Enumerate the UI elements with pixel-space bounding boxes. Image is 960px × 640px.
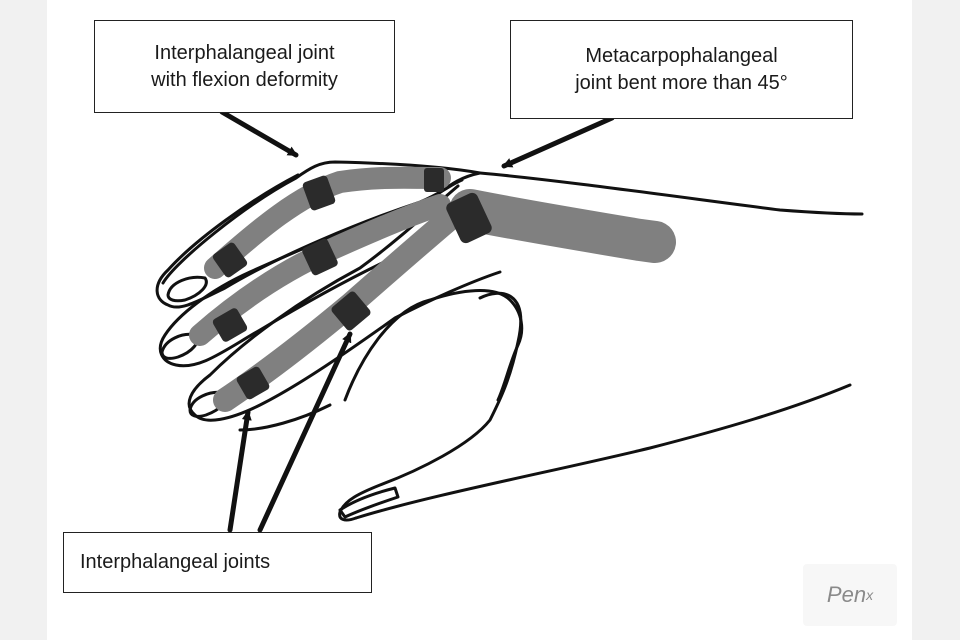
middle-dip-joint (212, 308, 248, 342)
arrow-mcp (501, 115, 615, 169)
callout-mcp: Metacarpophalangeal joint bent more than… (510, 20, 853, 119)
ring-mcp-joint (446, 192, 492, 244)
callout-ip-joints-text: Interphalangeal joints (80, 551, 271, 573)
callout-mcp-line2: joint bent more than 45° (575, 71, 788, 94)
callout-ip-flexion-line1: Interphalangeal joint (154, 41, 335, 64)
index-dip-joint (212, 242, 248, 278)
arrow-ip-joints-left (227, 409, 252, 533)
index-mcp-joint (424, 168, 444, 192)
right-side-band (912, 0, 960, 640)
watermark-main: Pen (826, 582, 867, 607)
arrow-ip-joints-right (257, 331, 353, 533)
arrow-ip-flexion (219, 109, 299, 158)
thumb-nail (338, 486, 400, 519)
callout-ip-flexion-line2: with flexion deformity (151, 68, 338, 91)
left-side-band (0, 0, 47, 640)
index-pip-joint (302, 175, 336, 211)
hand-lower-contour (354, 383, 852, 520)
middle-pip-joint (302, 238, 338, 276)
watermark-sub: x (866, 587, 874, 603)
index-nail (166, 275, 208, 303)
thumb-inner (338, 291, 523, 522)
index-bone (204, 166, 451, 279)
metacarpal-bone (449, 189, 676, 263)
ring-dip-joint (236, 366, 270, 400)
middle-nail (160, 332, 199, 360)
callout-ip-flexion: Interphalangeal joint with flexion defor… (94, 20, 395, 113)
callout-mcp-line1: Metacarpophalangeal (585, 44, 778, 67)
callout-ip-joints: Interphalangeal joints (63, 532, 372, 593)
ring-pip-joint (331, 291, 371, 331)
thumb-outline (343, 289, 524, 402)
